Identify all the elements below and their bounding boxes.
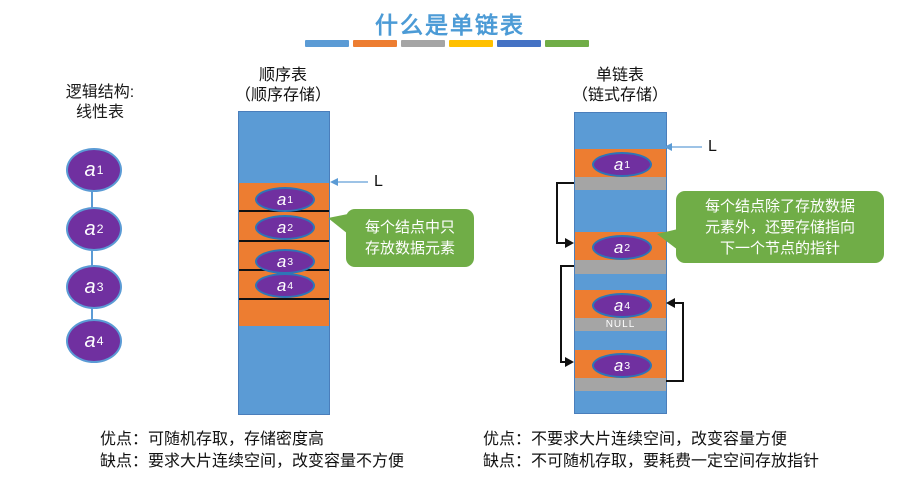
logical-heading-line2: 线性表 [75,104,124,121]
cell-divider [239,240,329,242]
bar-darkblue [497,40,541,47]
sequential-callout-line1: 每个结点中只 [364,219,455,236]
linked-heading-line2: （链式存储） [571,87,668,104]
link-arrow-a3-a4 [675,302,684,304]
logical-heading-line1: 逻辑结构: [65,84,135,101]
cell-divider [239,298,329,300]
pointer-line [338,181,368,183]
connector-line [91,249,93,266]
bar-orange [353,40,397,47]
linked-head-pointer-label: L [708,138,717,155]
link-arrow-a3-a4 [666,380,684,382]
link-arrow-a2-a3 [560,361,566,363]
linked-callout: 每个结点除了存放数据 元素外，还要存储指向 下一个节点的指针 [657,191,884,263]
sequential-heading: 顺序表 （顺序存储） [203,66,363,106]
link-arrow-a1-a2 [556,242,566,244]
arrowhead-right-icon [565,238,574,248]
page-title: 什么是单链表 [375,12,525,38]
connector-line [91,307,93,320]
link-arrow-a3-a4 [682,302,684,382]
linked-heading-line1: 单链表 [595,67,644,84]
linked-callout-line1: 每个结点除了存放数据 [704,197,855,215]
arrowhead-right-icon [565,357,574,367]
callout-tail-icon [657,229,678,250]
connector-line [91,190,93,208]
sequential-heading-line2: （顺序存储） [234,87,331,104]
bar-blue [305,40,349,47]
sequential-callout: 每个结点中只 存放数据元素 [328,209,474,267]
arrowhead-left-icon [330,178,338,186]
sequential-cons: 缺点：要求大片连续空间，改变容量不方便 [100,453,405,470]
sequential-callout-line2: 存放数据元素 [364,240,455,257]
sequential-pros: 优点：可随机存取，存储密度高 [100,431,325,448]
bar-gray [401,40,445,47]
divider-bars [305,40,589,47]
linked-callout-line2: 元素外，还要存储指向 [704,218,855,236]
link-arrow-a2-a3 [560,265,562,363]
linked-pointer-cell-a3 [575,378,666,391]
sequential-heading-line1: 顺序表 [258,67,307,84]
link-arrow-a1-a2 [556,182,558,243]
linked-callout-line3: 下一个节点的指针 [719,239,840,257]
linked-pointer-cell-a1 [575,177,666,190]
sequential-head-pointer-label: L [374,173,383,190]
bar-green [545,40,589,47]
linked-cons: 缺点：不可随机存取，要耗费一定空间存放指针 [483,453,820,470]
link-arrow-a2-a3 [560,265,574,267]
bar-gold [449,40,493,47]
linked-notes: 优点：不要求大片连续空间，改变容量方便 缺点：不可随机存取，要耗费一定空间存放指… [483,429,819,473]
arrowhead-left-icon [666,298,675,308]
null-label: NULL [605,319,636,330]
linked-pros: 优点：不要求大片连续空间，改变容量方便 [483,431,788,448]
arrowhead-left-icon [664,143,672,151]
logical-structure-heading: 逻辑结构: 线性表 [40,83,160,123]
linked-pointer-cell-null: NULL [575,318,666,331]
linked-pointer-cell-a2 [575,260,666,274]
sequential-notes: 优点：可随机存取，存储密度高 缺点：要求大片连续空间，改变容量不方便 [100,429,404,473]
link-arrow-a1-a2 [556,182,574,184]
callout-tail-icon [328,214,348,234]
pointer-line [672,146,702,148]
linked-heading: 单链表 （链式存储） [540,66,700,106]
